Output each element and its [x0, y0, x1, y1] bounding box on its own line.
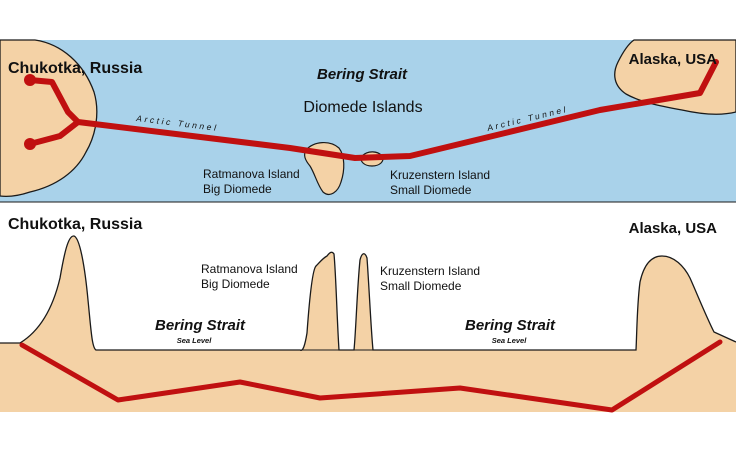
- tunnel-route-profile: [19, 339, 723, 413]
- map-label-islands: Diomede Islands: [303, 99, 422, 116]
- map-label-small-island-alt: Small Diomede: [390, 183, 472, 197]
- profile-panel: Chukotka, Russia Alaska, USA Ratmanova I…: [0, 216, 736, 413]
- profile-label-sea-level-left: Sea Level: [177, 336, 213, 345]
- profile-label-big-island-alt: Big Diomede: [201, 277, 270, 291]
- profile-label-strait-left: Bering Strait: [155, 317, 246, 334]
- map-sea: [0, 40, 736, 202]
- map-panel: Chukotka, Russia Alaska, USA Bering Stra…: [0, 39, 736, 202]
- map-label-big-island: Ratmanova Island: [203, 167, 300, 181]
- profile-label-big-island: Ratmanova Island: [201, 262, 298, 276]
- terrain-profile: [0, 235, 736, 412]
- tunnel-endpoint-upper: [24, 74, 36, 86]
- profile-label-small-island: Kruzenstern Island: [380, 264, 480, 278]
- profile-label-sea-level-right: Sea Level: [492, 336, 528, 345]
- terrain-outline: [0, 235, 736, 351]
- profile-label-chukotka: Chukotka, Russia: [8, 216, 142, 233]
- map-label-small-island: Kruzenstern Island: [390, 168, 490, 182]
- map-label-big-island-alt: Big Diomede: [203, 182, 272, 196]
- tunnel-branch-map: [27, 119, 81, 147]
- map-label-alaska: Alaska, USA: [629, 51, 718, 68]
- map-label-chukotka: Chukotka, Russia: [8, 60, 142, 77]
- profile-label-small-island-alt: Small Diomede: [380, 279, 462, 293]
- tunnel-route-map: [27, 59, 719, 161]
- profile-label-alaska: Alaska, USA: [629, 220, 718, 237]
- alaska-land: [614, 39, 736, 115]
- profile-label-strait-right: Bering Strait: [465, 317, 556, 334]
- map-label-strait: Bering Strait: [317, 66, 408, 83]
- tunnel-endpoint-lower: [24, 138, 36, 150]
